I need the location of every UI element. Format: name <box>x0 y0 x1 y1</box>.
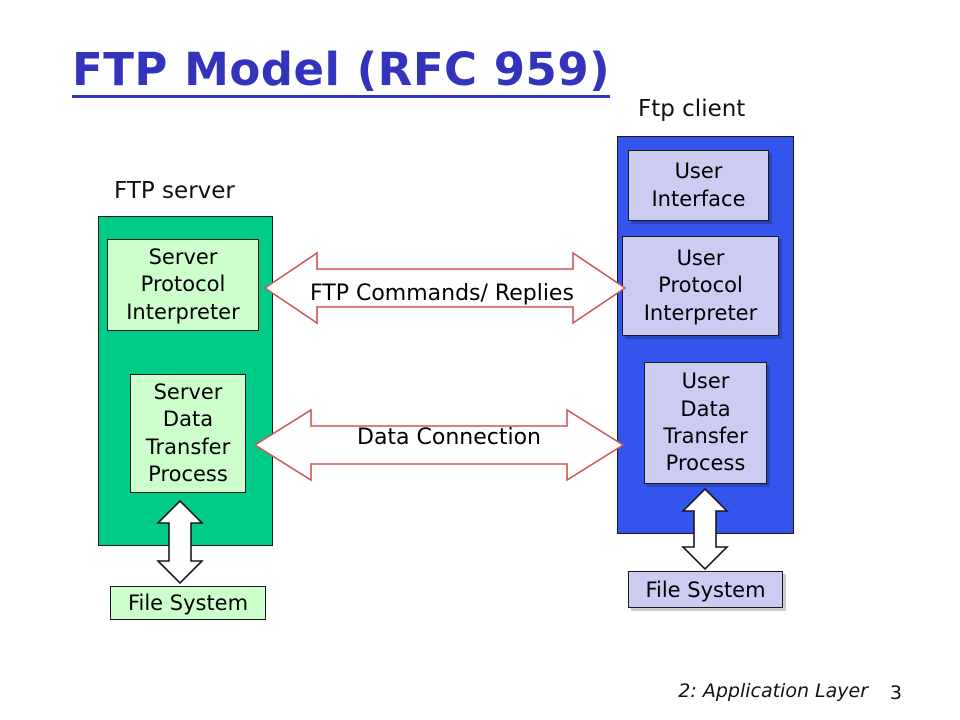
comp-line: Interpreter <box>643 300 758 325</box>
comp-line: Data <box>680 396 731 421</box>
data-connection-label: Data Connection <box>357 425 542 450</box>
comp-line: Data <box>162 407 214 432</box>
comp-line: Process <box>665 451 746 476</box>
client-file-system-label: File System <box>645 577 766 602</box>
client-file-system: File System <box>628 571 783 608</box>
footer-page-number: 3 <box>889 682 902 704</box>
comp-line: Server <box>148 245 218 270</box>
user-protocol-interpreter: User Protocol Interpreter <box>622 236 779 336</box>
comp-line: User <box>674 159 723 184</box>
server-protocol-interpreter: Server Protocol Interpreter <box>107 239 259 331</box>
control-connection-label: FTP Commands/ Replies <box>310 281 574 306</box>
ftp-server-label: FTP server <box>114 178 235 204</box>
comp-line: Protocol <box>140 272 226 297</box>
comp-line: User <box>676 246 725 271</box>
footer-chapter-label: 2: Application Layer <box>678 680 868 702</box>
user-interface: User Interface <box>628 150 769 221</box>
server-file-system-label: File System <box>127 591 249 615</box>
user-data-transfer-process: User Data Transfer Process <box>644 362 767 484</box>
comp-line: Server <box>153 379 223 404</box>
comp-line: Interface <box>651 186 746 211</box>
page-title: FTP Model (RFC 959) <box>72 46 611 99</box>
server-data-transfer-process: Server Data Transfer Process <box>130 374 246 493</box>
comp-line: Transfer <box>145 434 231 459</box>
comp-line: Transfer <box>663 424 748 448</box>
comp-line: User <box>681 369 730 394</box>
comp-line: Interpreter <box>126 299 240 324</box>
server-file-system: File System <box>110 586 266 620</box>
ftp-client-label: Ftp client <box>638 96 746 122</box>
comp-line: Process <box>148 461 228 486</box>
comp-line: Protocol <box>658 273 743 298</box>
